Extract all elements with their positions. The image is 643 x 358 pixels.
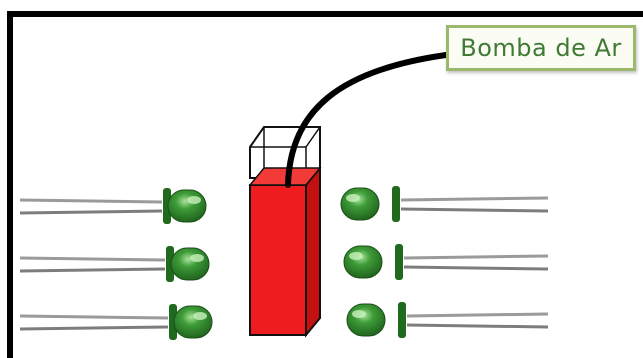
air-pump-label-text: Bomba de Ar <box>460 34 622 62</box>
led-lead <box>19 267 166 273</box>
cuvette-liquid-side <box>305 165 321 338</box>
right-led-3 <box>346 302 549 338</box>
led-lead <box>400 207 549 213</box>
apparatus-frame <box>7 11 643 358</box>
cuvette-glass-top <box>249 126 321 179</box>
led-rim <box>395 244 403 280</box>
led-body <box>346 303 386 337</box>
left-led-3 <box>19 304 213 340</box>
led-rim <box>398 302 406 338</box>
left-led-2 <box>19 246 210 282</box>
led-body <box>173 305 213 339</box>
led-body <box>340 187 380 221</box>
led-body <box>167 189 207 223</box>
cuvette-liquid-front <box>249 184 307 336</box>
led-lead <box>19 209 163 215</box>
led-rim <box>163 188 171 224</box>
led-lead <box>406 312 549 318</box>
air-tube <box>285 52 449 188</box>
led-highlight <box>193 312 207 320</box>
led-highlight <box>349 252 363 260</box>
air-pump-label: Bomba de Ar <box>446 25 636 71</box>
left-led-1 <box>19 188 207 224</box>
cuvette <box>248 126 322 338</box>
led-rim <box>392 186 400 222</box>
led-body <box>170 247 210 281</box>
led-lead <box>400 196 549 202</box>
led-highlight <box>187 196 201 204</box>
left-led-group <box>19 188 213 340</box>
right-led-group <box>340 186 549 338</box>
right-led-1 <box>340 186 549 222</box>
led-lead <box>19 325 169 331</box>
led-lead <box>19 314 169 320</box>
led-rim <box>169 304 177 340</box>
led-lead <box>19 198 163 204</box>
led-highlight <box>190 254 204 262</box>
led-body <box>343 245 383 279</box>
led-highlight <box>352 310 366 318</box>
right-led-2 <box>343 244 549 280</box>
led-highlight <box>346 194 360 202</box>
led-lead <box>403 265 549 271</box>
led-lead <box>403 254 549 260</box>
led-rim <box>166 246 174 282</box>
led-lead <box>406 323 549 329</box>
led-lead <box>19 256 166 262</box>
